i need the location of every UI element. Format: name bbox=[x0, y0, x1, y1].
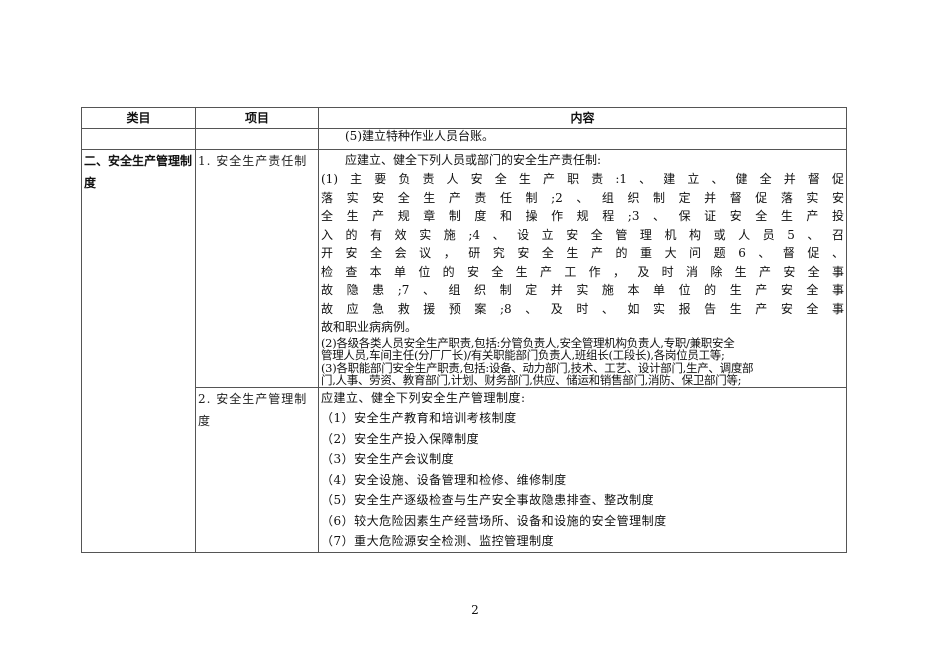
item-cell bbox=[195, 128, 319, 150]
content-intro: 应建立、健全下列人员或部门的安全生产责任制: bbox=[345, 153, 602, 167]
item-cell: 1. 安全生产责任制 bbox=[195, 149, 319, 388]
content-cell: (5)建立特种作业人员台账。 bbox=[318, 128, 847, 150]
list-item: （4）安全设施、设备管理和检修、维修制度 bbox=[321, 472, 567, 487]
content-line: 落实安全生产责任制;2、组织制定并督促落实安 bbox=[321, 190, 844, 205]
page-number: 2 bbox=[471, 603, 479, 617]
content-text: (5)建立特种作业人员台账。 bbox=[345, 129, 494, 144]
list-item: （2）安全生产投入保障制度 bbox=[321, 431, 480, 446]
content-line: (1)主要负责人安全生产职责:1、建立、健全并督促 bbox=[321, 172, 844, 186]
category-cell: 二、安全生产管理制度 bbox=[81, 149, 196, 553]
list-item: （3）安全生产会议制度 bbox=[321, 452, 455, 466]
content-line: 故应急救援预案;8、及时、如实报告生产安全事 bbox=[321, 301, 844, 316]
content-line: 入的有效实施;4、设立安全管理机构或人员5、召 bbox=[321, 227, 844, 242]
header-content: 内容 bbox=[318, 107, 847, 129]
table-row: 二、安全生产管理制度 1. 安全生产责任制 应建立、健全下列人员或部门的安全生产… bbox=[81, 149, 847, 553]
content-cell: 应建立、健全下列人员或部门的安全生产责任制: (1)主要负责人安全生产职责:1、… bbox=[318, 149, 847, 388]
content-line: (3)各职能部门安全生产职责,包括:设备、动力部门,技术、工艺、设计部门,生产、… bbox=[321, 360, 754, 375]
item-cell: 2. 安全生产管理制度 bbox=[195, 386, 319, 553]
content-line: (2)各级各类人员安全生产职责,包括:分管负责人,安全管理机构负责人,专职/兼职… bbox=[321, 335, 735, 350]
list-item: （7）重大危险源安全检测、监控管理制度 bbox=[321, 534, 555, 548]
safety-management-table: 类目 项目 内容 (5)建立特种作业人员台账。 二、安全生产管理制度 1. 安全… bbox=[81, 107, 847, 553]
table-header-row: 类目 项目 内容 bbox=[81, 107, 847, 129]
header-category: 类目 bbox=[81, 107, 196, 129]
list-item: （5）安全生产逐级检查与生产安全事故隐患排查、整改制度 bbox=[321, 493, 655, 507]
content-cell: 应建立、健全下列安全生产管理制度: （1）安全生产教育和培训考核制度 （2）安全… bbox=[318, 386, 847, 553]
table-row: (5)建立特种作业人员台账。 bbox=[81, 128, 847, 150]
table-row: 2. 安全生产管理制度 应建立、健全下列安全生产管理制度: （1）安全生产教育和… bbox=[82, 386, 847, 553]
content-line: 门,人事、劳资、教育部门,计划、财务部门,供应、储运和销售部门,消防、保卫部门等… bbox=[321, 373, 742, 387]
content-line: 管理人员,车间主任(分厂厂长)/有关职能部门负责人,班组长(工段长),各岗位员工… bbox=[321, 348, 725, 362]
header-item: 项目 bbox=[195, 107, 319, 129]
content-line: 开安全会议，研究安全生产的重大问题6、督促、 bbox=[321, 246, 844, 260]
category-cell bbox=[81, 128, 196, 150]
content-line: 故隐患;7、组织制定并实施本单位的生产安全事 bbox=[321, 283, 844, 297]
list-item: （6）较大危险因素生产经营场所、设备和设施的安全管理制度 bbox=[321, 513, 667, 528]
list-item: （1）安全生产教育和培训考核制度 bbox=[321, 411, 517, 425]
content-line: 故和职业病病例。 bbox=[321, 320, 418, 334]
content-line: 检查本单位的安全生产工作，及时消除生产安全事 bbox=[321, 264, 844, 279]
content-intro: 应建立、健全下列安全生产管理制度: bbox=[321, 390, 526, 405]
content-line: 全生产规章制度和操作规程;3、保证安全生产投 bbox=[321, 209, 844, 223]
